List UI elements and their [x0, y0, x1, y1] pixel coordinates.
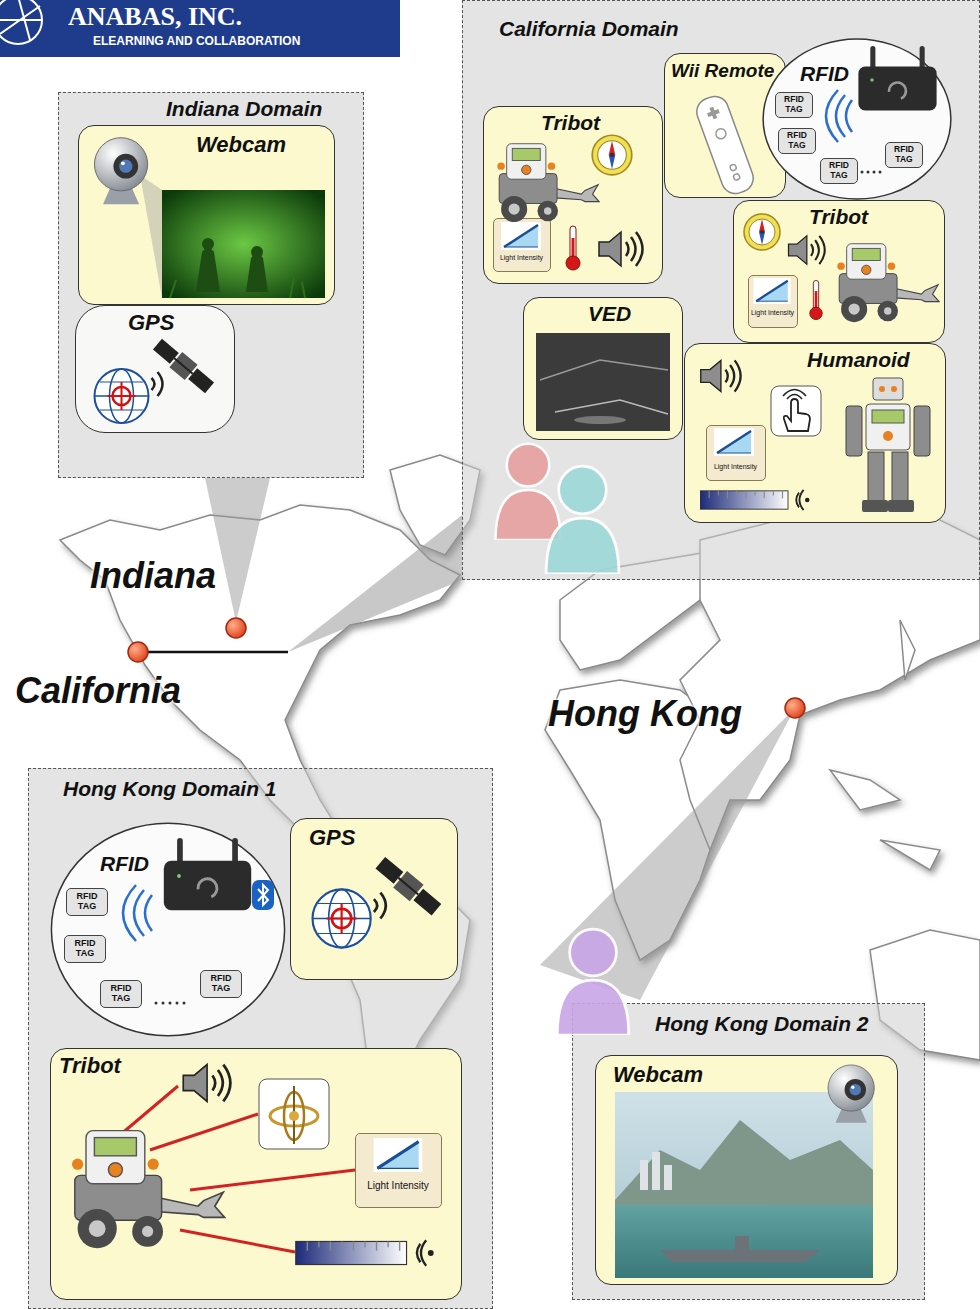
rfid-circle: RFID RFID TAG RFID TAG RFID TAG RFID TAG: [50, 822, 286, 1037]
location-dot: [785, 698, 805, 718]
rfid-tag: RFID TAG: [100, 980, 142, 1008]
sensor-label: Light Intensity: [751, 309, 795, 317]
box-title: Tribot: [809, 205, 868, 229]
tag-label: RFID TAG: [67, 938, 103, 959]
circle-outline: [50, 822, 286, 1037]
tag-label: RFID TAG: [888, 145, 920, 165]
link-line: [138, 651, 288, 654]
night-vision-image: [162, 190, 325, 298]
rfid-tag: RFID TAG: [64, 935, 106, 963]
compass-icon: [592, 135, 632, 175]
box-title: Humanoid: [807, 348, 910, 372]
gyroscope-icon: [259, 1079, 329, 1149]
place-label: Indiana: [90, 555, 216, 596]
tag-label: RFID TAG: [823, 161, 855, 181]
rfid-tag: RFID TAG: [778, 128, 816, 154]
rfid-tag: RFID TAG: [200, 970, 242, 998]
tag-label: RFID TAG: [778, 95, 810, 115]
callout-wedge: [288, 515, 462, 652]
light-sensor-icon: [501, 222, 541, 250]
logo-name: ANABAS, INC.: [68, 2, 242, 32]
tag-label: RFID TAG: [781, 131, 813, 151]
tag-label: RFID TAG: [69, 891, 105, 912]
logo-bar: [0, 0, 400, 57]
rfid-tag: RFID TAG: [775, 92, 813, 118]
light-sensor-icon: [374, 1138, 423, 1172]
logo-tagline: ELEARNING AND COLLABORATION: [93, 35, 300, 49]
label-holder: ELEARNING AND COLLABORATION: [93, 35, 300, 49]
sensor-label: Light Intensity: [496, 254, 548, 262]
rfid-tag: RFID TAG: [885, 142, 923, 168]
sensor-label: Light Intensity: [709, 463, 763, 471]
panel-title: Indiana Domain: [166, 97, 322, 121]
compass-icon: [744, 214, 780, 250]
sensor-label: Light Intensity: [358, 1180, 439, 1192]
rfid-tag: RFID TAG: [66, 888, 108, 916]
place-label: Hong Kong: [548, 693, 742, 734]
light-sensor-icon: [714, 428, 754, 456]
box-title: RFID: [800, 62, 849, 86]
tag-label: RFID TAG: [103, 983, 139, 1004]
touch-sensor-icon: [771, 386, 821, 436]
box-title: GPS: [309, 825, 355, 850]
box-title: Wii Remote: [671, 60, 774, 82]
tag-label: RFID TAG: [203, 973, 239, 994]
label-holder: Indiana: [90, 555, 216, 596]
label-holder: ANABAS, INC.: [68, 2, 242, 32]
panel-title: California Domain: [499, 17, 679, 41]
panel-title: Hong Kong Domain 1: [63, 777, 277, 801]
rfid-tag: RFID TAG: [820, 158, 858, 184]
panel-title: Hong Kong Domain 2: [655, 1012, 869, 1036]
light-sensor-icon: [753, 278, 790, 304]
box-title: GPS: [128, 310, 174, 335]
place-label: California: [15, 670, 181, 711]
location-dot: [128, 642, 148, 662]
box-title: Tribot: [59, 1053, 121, 1078]
device-box: GPS: [75, 305, 235, 433]
box-title: VED: [588, 302, 631, 326]
box-title: Webcam: [196, 132, 286, 157]
logo-mark: [0, 0, 42, 44]
user-icon: [557, 929, 629, 1035]
box-title: Webcam: [613, 1062, 703, 1087]
label-holder: California: [15, 670, 181, 711]
circle-shape: [763, 39, 951, 199]
box-title: RFID: [100, 852, 149, 876]
harbour-image: [615, 1092, 873, 1278]
callout-wedge: [205, 478, 270, 622]
webcam-icon: [828, 1065, 874, 1123]
ved-image: [536, 333, 670, 431]
bluetooth-icon: [252, 880, 274, 910]
location-dot: [226, 618, 246, 638]
circle-shape: [51, 823, 284, 1035]
box-title: Tribot: [541, 111, 600, 135]
label-holder: Hong Kong: [548, 693, 742, 734]
